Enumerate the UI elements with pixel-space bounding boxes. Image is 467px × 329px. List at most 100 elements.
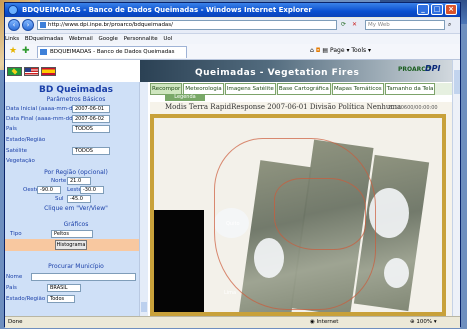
map-panel: Modis Terra RapidResponse 2007-06-01 Div…	[150, 102, 460, 316]
tab-bdqueimadas[interactable]: BDQUEIMADAS - Banco de Dados Queimadas	[37, 46, 187, 58]
east-input[interactable]: -30.0	[80, 186, 104, 194]
west-label: Oeste	[23, 187, 40, 193]
municipality-section-title: Procurar Município	[48, 263, 104, 270]
print-icon[interactable]: ▤	[322, 47, 329, 54]
tab-page-icon	[40, 49, 47, 55]
satellite-select[interactable]: TODOS	[72, 147, 110, 155]
page-scroll-thumb[interactable]	[454, 70, 460, 94]
links-label: Links	[5, 36, 20, 42]
language-flags	[7, 67, 58, 78]
add-favorites-icon[interactable]: ✚	[22, 46, 30, 56]
sidebar-subtitle: Parâmetros Básicos	[46, 96, 106, 103]
tab-row: ★ ✚ BDQUEIMADAS - Banco de Dados Queimad…	[5, 44, 460, 60]
municipality-country-select[interactable]: BRASIL	[47, 284, 81, 292]
browser-window: BDQUEIMADAS - Banco de Dados Queimadas -…	[4, 2, 461, 328]
sidebar-panel: BD Queimadas Parâmetros Básicos Data Ini…	[5, 82, 147, 316]
title-bar: BDQUEIMADAS - Banco de Dados Queimadas -…	[5, 3, 460, 17]
site-banner: Queimadas - Vegetation Fires PROARCO DPI	[140, 60, 460, 82]
charts-section-title: Gráficos	[63, 221, 89, 228]
sidebar-scrollbar[interactable]	[139, 82, 148, 316]
end-date-input[interactable]: 2007-06-02	[72, 115, 110, 123]
minimize-button[interactable]: _	[417, 4, 429, 15]
link-google[interactable]: Google	[98, 36, 118, 42]
maximize-button[interactable]: □	[431, 4, 443, 15]
page-scrollbar[interactable]	[452, 60, 460, 316]
link-uol[interactable]: Uol	[163, 36, 173, 42]
banner-title: Queimadas - Vegetation Fires	[195, 68, 360, 78]
dpi-logo: DPI	[425, 64, 441, 73]
tools-menu[interactable]: Tools	[351, 47, 367, 54]
feeds-icon[interactable]: ◘	[315, 47, 321, 54]
city-label-lima: Lima	[224, 290, 237, 296]
satellite-label: Satélite	[6, 148, 27, 154]
night-area	[154, 210, 204, 312]
end-date-label: Data Final (aaaa-mm-dd)	[6, 116, 75, 122]
map-canvas[interactable]: Quito Lima	[150, 114, 446, 316]
tab-imagens-satelite[interactable]: Imagens Satélite	[224, 83, 276, 95]
status-bar: Done ◉ Internet ⊕ 100% ▾	[5, 316, 460, 328]
close-button[interactable]: ×	[445, 4, 457, 15]
zoom-level: 100%	[416, 319, 433, 325]
links-bar: Links BDqueimadas Webmail Google Personn…	[5, 33, 460, 45]
start-date-input[interactable]: 2007-06-01	[72, 105, 110, 113]
refresh-icon[interactable]: ⟳	[341, 21, 347, 28]
west-input[interactable]: -90.0	[37, 186, 61, 194]
state-label: Estado/Região	[6, 137, 46, 143]
chart-type-select[interactable]: Peltos	[51, 230, 93, 238]
cloud	[384, 258, 409, 288]
region-section-title: Por Região (opcional)	[44, 169, 108, 176]
search-icon[interactable]: ⌕	[448, 21, 452, 28]
tab-mapas-tematicos[interactable]: Mapas Temáticos	[331, 83, 384, 95]
zone-text: Internet	[316, 319, 339, 325]
map-caption: Modis Terra RapidResponse 2007-06-01 Div…	[165, 103, 402, 111]
window-title: BDQUEIMADAS - Banco de Dados Queimadas -…	[22, 6, 312, 14]
favorites-star-icon[interactable]: ★	[9, 46, 18, 56]
north-label: Norte	[51, 178, 67, 184]
sidebar-title: BD Queimadas	[38, 85, 114, 95]
map-timestamp: 20120600/00:00:00	[388, 105, 438, 111]
link-bdqueimadas[interactable]: BDqueimadas	[24, 36, 64, 42]
start-date-label: Data Inicial (aaaa-mm-dd)	[6, 106, 79, 112]
page-icon	[40, 22, 46, 28]
municipality-state-select[interactable]: Todos	[47, 295, 75, 303]
page-menu[interactable]: Page	[330, 47, 345, 54]
city-label-quito: Quito	[226, 221, 240, 227]
link-webmail[interactable]: Webmail	[69, 36, 93, 42]
country-select[interactable]: TODOS	[72, 125, 110, 133]
zoom-control[interactable]: ⊕ 100% ▾	[410, 319, 437, 325]
histogram-button[interactable]: Histograma	[55, 240, 87, 250]
tab-tamanho-tela[interactable]: Tamanho da Tela	[384, 83, 436, 95]
forward-icon[interactable]: ›	[22, 19, 34, 31]
sidebar-scroll-thumb[interactable]	[141, 302, 147, 312]
country-label-2: País	[6, 285, 17, 291]
status-text: Done	[8, 319, 23, 325]
east-label: Leste	[67, 187, 82, 193]
address-input[interactable]: http://www.dpi.inpe.br/proarco/bdqueimad…	[37, 20, 337, 30]
state-label-2: Estado/Região	[6, 296, 46, 302]
back-icon[interactable]: ‹	[8, 19, 20, 31]
tab-label: BDQUEIMADAS - Banco de Dados Queimadas	[50, 49, 175, 55]
search-input[interactable]: My Web	[365, 20, 445, 30]
legend-header[interactable]: Legenda	[165, 94, 205, 101]
country-label: País	[6, 126, 17, 132]
page-content: Queimadas - Vegetation Fires PROARCO DPI…	[5, 60, 460, 316]
vegetation-label: Vegetação	[6, 158, 35, 164]
flag-brazil-icon[interactable]	[7, 67, 22, 76]
tab-base-cartografica[interactable]: Base Cartográfica	[276, 83, 331, 95]
south-input[interactable]: -45.0	[67, 195, 91, 203]
home-icon[interactable]: ⌂	[310, 47, 314, 54]
url-text: http://www.dpi.inpe.br/proarco/bdqueimad…	[48, 22, 174, 28]
link-personnalite[interactable]: Personnalite	[123, 36, 158, 42]
zone-indicator: ◉ Internet	[310, 319, 339, 325]
stop-icon[interactable]: ✕	[352, 21, 358, 28]
ie-logo-icon	[8, 5, 18, 15]
north-input[interactable]: 21.0	[67, 177, 91, 185]
proarco-logo: PROARCO	[398, 66, 431, 73]
country-boundary	[214, 138, 376, 310]
command-bar: ⌂ ◘ ▤ Page ▾ Tools ▾	[310, 47, 372, 54]
flag-usa-icon[interactable]	[24, 67, 39, 76]
flag-spain-icon[interactable]	[41, 67, 56, 76]
municipality-name-input[interactable]	[31, 273, 136, 281]
state-boundary	[274, 178, 366, 250]
